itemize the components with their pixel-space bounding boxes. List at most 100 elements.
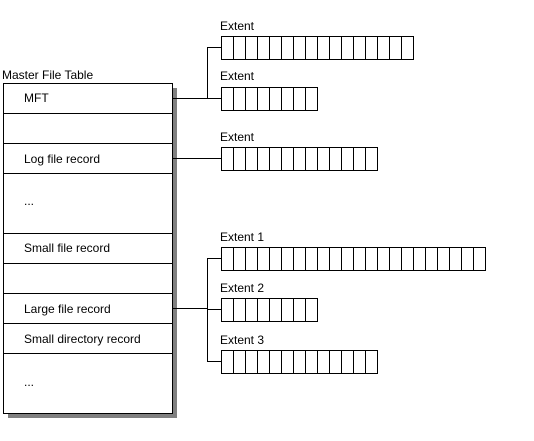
extent-cell bbox=[341, 247, 354, 271]
extent-cell bbox=[233, 87, 246, 111]
extent-cell bbox=[437, 247, 450, 271]
extent-cell bbox=[353, 36, 366, 60]
extent-cell bbox=[269, 36, 282, 60]
extent-cell bbox=[401, 247, 414, 271]
extent-cell bbox=[221, 298, 234, 322]
extent-cell bbox=[281, 298, 294, 322]
extent-cell bbox=[317, 350, 330, 374]
extent-cell bbox=[257, 350, 270, 374]
extent-cell bbox=[365, 350, 378, 374]
extent-cell bbox=[317, 147, 330, 171]
extent-cell bbox=[293, 36, 306, 60]
extent-cell bbox=[341, 36, 354, 60]
extent-cell bbox=[257, 36, 270, 60]
table-row-mft: MFT bbox=[24, 91, 49, 105]
extent-cell bbox=[353, 247, 366, 271]
extent-cell bbox=[473, 247, 486, 271]
extent-cell bbox=[341, 147, 354, 171]
extent-large-extent-2: Extent 2 bbox=[220, 281, 318, 322]
extent-cell bbox=[329, 147, 342, 171]
extent-cell bbox=[329, 36, 342, 60]
master-file-table: MFT Log file record... Small file recordLa… bbox=[3, 83, 177, 418]
extent-cell bbox=[221, 87, 234, 111]
extent-cell bbox=[461, 247, 474, 271]
extent-label: Extent 2 bbox=[220, 281, 264, 295]
extent-label: Extent 1 bbox=[220, 230, 264, 244]
extent-cell bbox=[269, 298, 282, 322]
extent-mft-extent-a: Extent bbox=[220, 19, 414, 60]
extent-cell bbox=[257, 147, 270, 171]
table-row-small-file-record: Small file record bbox=[3, 233, 173, 255]
table-row-log-file-record: Log file record bbox=[3, 143, 173, 166]
extent-cell bbox=[317, 36, 330, 60]
extent-cell bbox=[425, 247, 438, 271]
extent-cell bbox=[365, 36, 378, 60]
extent-cell bbox=[245, 87, 258, 111]
extent-cell bbox=[305, 36, 318, 60]
extent-cell bbox=[269, 147, 282, 171]
extent-cell bbox=[233, 147, 246, 171]
row-label-mft: MFT bbox=[24, 91, 49, 105]
extent-cell bbox=[365, 247, 378, 271]
connector-lines bbox=[172, 47, 221, 362]
extent-cell bbox=[245, 298, 258, 322]
master-file-table-title: Master File Table bbox=[2, 68, 93, 82]
extent-cell bbox=[245, 36, 258, 60]
extent-cell bbox=[365, 147, 378, 171]
extent-cell bbox=[281, 87, 294, 111]
extent-cell bbox=[257, 87, 270, 111]
extent-cell bbox=[293, 87, 306, 111]
extent-cell bbox=[305, 87, 318, 111]
table-row-large-file-record: Large file record bbox=[3, 293, 173, 316]
extent-cell bbox=[389, 247, 402, 271]
extent-label: Extent 3 bbox=[220, 333, 264, 347]
extent-cell bbox=[269, 350, 282, 374]
extent-cell bbox=[221, 36, 234, 60]
extent-cell bbox=[281, 247, 294, 271]
extent-cell bbox=[305, 247, 318, 271]
extent-cell bbox=[293, 247, 306, 271]
extent-label: Extent bbox=[220, 69, 255, 83]
extent-cell bbox=[245, 147, 258, 171]
extent-cell bbox=[353, 350, 366, 374]
extent-cell bbox=[353, 147, 366, 171]
extent-cell bbox=[329, 247, 342, 271]
row-label-small-file-record: Small file record bbox=[24, 241, 110, 255]
extent-cell bbox=[221, 350, 234, 374]
extent-cell bbox=[293, 147, 306, 171]
extent-cell bbox=[281, 350, 294, 374]
extent-cell bbox=[341, 350, 354, 374]
row-label-ellipsis-2: ... bbox=[24, 375, 34, 389]
extent-cell bbox=[413, 247, 426, 271]
table-row-ellipsis-1: ... bbox=[3, 173, 173, 208]
extent-cell bbox=[389, 36, 402, 60]
extent-log-extent: Extent bbox=[220, 130, 378, 171]
extent-cell bbox=[233, 298, 246, 322]
extent-cell bbox=[269, 247, 282, 271]
row-label-ellipsis-1: ... bbox=[24, 194, 34, 208]
row-label-small-directory-record: Small directory record bbox=[24, 332, 141, 346]
extent-cell bbox=[329, 350, 342, 374]
row-label-large-file-record: Large file record bbox=[24, 302, 111, 316]
extent-cell bbox=[293, 350, 306, 374]
extent-cell bbox=[233, 247, 246, 271]
extent-cell bbox=[401, 36, 414, 60]
extent-cell bbox=[305, 350, 318, 374]
extent-label: Extent bbox=[220, 19, 255, 33]
extent-cell bbox=[377, 247, 390, 271]
extent-cell bbox=[221, 247, 234, 271]
extent-cell bbox=[245, 247, 258, 271]
extent-large-extent-3: Extent 3 bbox=[220, 333, 378, 374]
extent-cell bbox=[257, 298, 270, 322]
table-row-ellipsis-2: ... bbox=[3, 353, 173, 389]
extent-cell bbox=[269, 87, 282, 111]
row-label-log-file-record: Log file record bbox=[24, 152, 100, 166]
extent-cell bbox=[377, 36, 390, 60]
extent-cell bbox=[293, 298, 306, 322]
extent-cell bbox=[221, 147, 234, 171]
extent-mft-extent-b: Extent bbox=[220, 69, 318, 111]
extent-cell bbox=[233, 36, 246, 60]
extent-label: Extent bbox=[220, 130, 255, 144]
extent-cell bbox=[305, 147, 318, 171]
